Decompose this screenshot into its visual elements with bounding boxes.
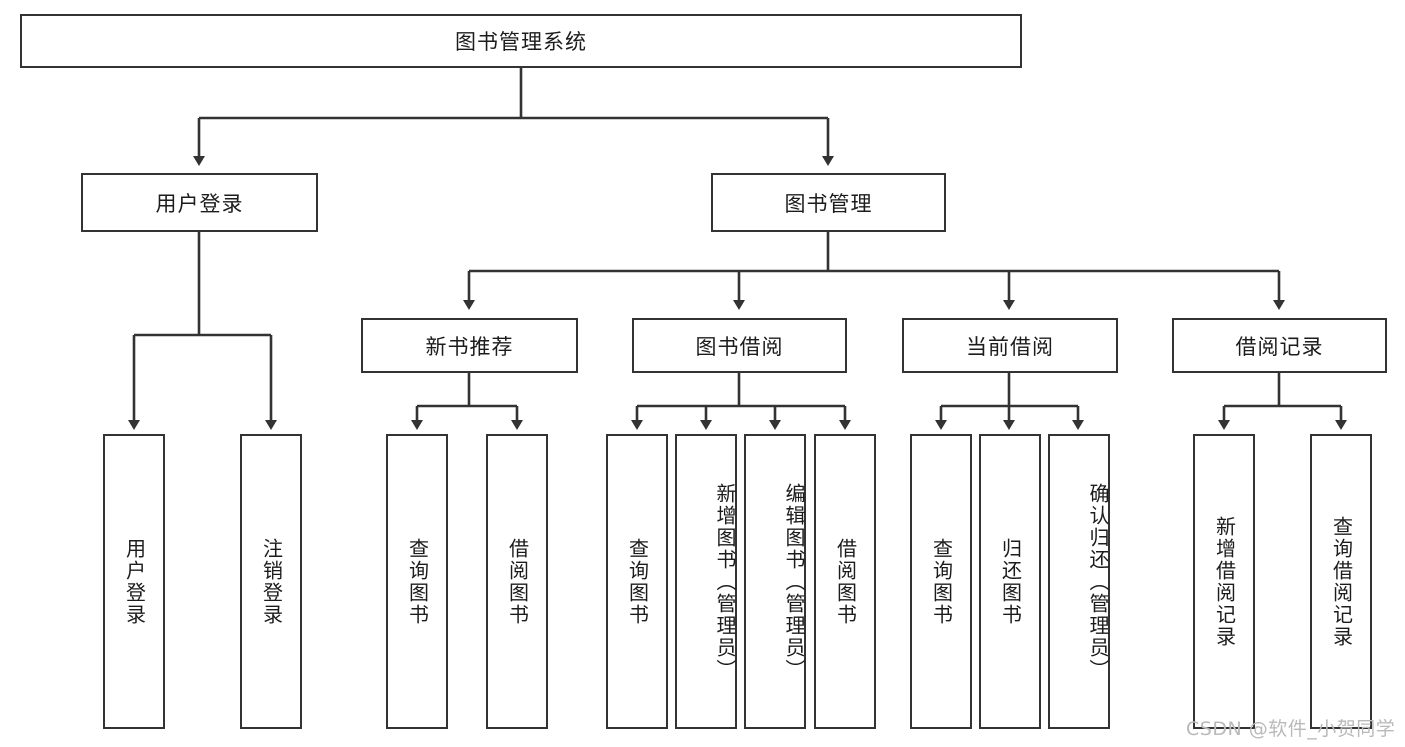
leaf-add-borrow-record[interactable]: 新增借阅记录 xyxy=(1193,434,1255,729)
node-book-management[interactable]: 图书管理 xyxy=(711,173,946,232)
leaf-borrow-book-recommend[interactable]: 借阅图书 xyxy=(486,434,548,729)
node-user-login[interactable]: 用户登录 xyxy=(81,173,318,232)
leaf-edit-book-admin[interactable]: 编辑图书（管理员） xyxy=(744,434,806,729)
node-new-book-recommend[interactable]: 新书推荐 xyxy=(361,318,578,373)
node-borrow-records[interactable]: 借阅记录 xyxy=(1172,318,1387,373)
csdn-watermark: CSDN @软件_小贺同学 xyxy=(1186,718,1396,740)
leaf-add-book-admin[interactable]: 新增图书（管理员） xyxy=(675,434,737,729)
leaf-query-book-current[interactable]: 查询图书 xyxy=(910,434,972,729)
leaf-query-book-borrow[interactable]: 查询图书 xyxy=(606,434,668,729)
node-book-borrow[interactable]: 图书借阅 xyxy=(632,318,847,373)
leaf-return-book[interactable]: 归还图书 xyxy=(979,434,1041,729)
leaf-confirm-return-admin[interactable]: 确认归还（管理员） xyxy=(1048,434,1110,729)
leaf-query-book-recommend[interactable]: 查询图书 xyxy=(386,434,448,729)
leaf-user-login[interactable]: 用户登录 xyxy=(103,434,165,729)
node-root-system[interactable]: 图书管理系统 xyxy=(20,14,1022,68)
node-current-borrow[interactable]: 当前借阅 xyxy=(902,318,1118,373)
leaf-borrow-book[interactable]: 借阅图书 xyxy=(814,434,876,729)
leaf-query-borrow-record[interactable]: 查询借阅记录 xyxy=(1310,434,1372,729)
leaf-logout[interactable]: 注销登录 xyxy=(240,434,302,729)
